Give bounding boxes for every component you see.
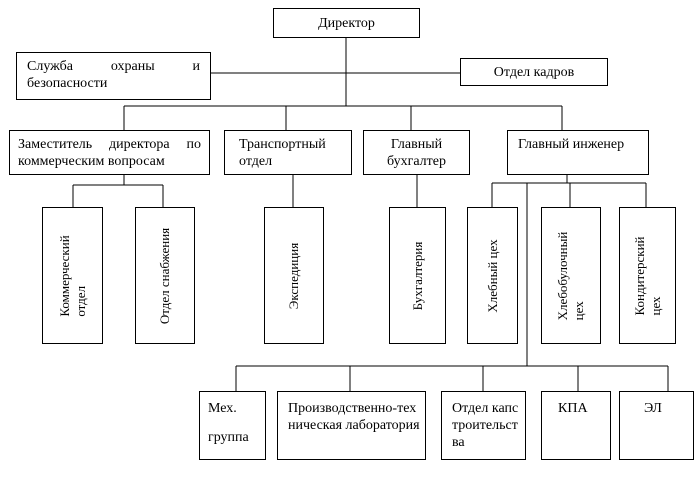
accounting-box: Бухгалтерия — [389, 207, 446, 344]
commercial-dept-box: Коммерческий отдел — [42, 207, 103, 344]
lab-box: Производственно-техническая лаборатория — [277, 391, 426, 460]
supply-dept-label: Отдел снабжения — [157, 227, 172, 324]
bread-shop-label: Хлебный цех — [484, 238, 500, 313]
confectionery-shop-box: Кондитерский цех — [619, 207, 676, 344]
deputy-label: Заместитель директора по коммерческим во… — [18, 137, 201, 169]
supply-dept-box: Отдел снабжения — [135, 207, 195, 344]
mech-group-line2: группа — [208, 430, 249, 445]
engineer-box: Главный инженер — [507, 130, 649, 175]
deputy-box: Заместитель директора по коммерческим во… — [9, 130, 210, 175]
accounting-label: Бухгалтерия — [409, 241, 425, 310]
bakery-shop-box: Хлебобулочный цех — [541, 207, 601, 344]
el-label: ЭЛ — [644, 401, 662, 416]
confectionery-shop-label: Кондитерский цех — [631, 235, 663, 316]
commercial-dept-label: Коммерческий отдел — [56, 234, 88, 317]
lab-label: Производственно-техническая лаборатория — [288, 401, 420, 433]
accountant-label: Главный бухгалтер — [387, 137, 446, 169]
hr-box: Отдел кадров — [460, 58, 608, 86]
director-box: Директор — [273, 8, 420, 38]
expedition-box: Экспедиция — [264, 207, 324, 344]
mech-group-line1: Мех. — [208, 401, 237, 416]
kpa-label: КПА — [558, 401, 588, 416]
security-box: Служба охраны и безопасности — [16, 52, 211, 100]
el-box: ЭЛ — [619, 391, 694, 460]
construction-box: Отдел капстроительства — [441, 391, 526, 460]
transport-label: Транспортный отдел — [239, 137, 326, 169]
security-label: Служба охраны и безопасности — [27, 59, 200, 91]
engineer-label: Главный инженер — [518, 137, 625, 152]
bakery-shop-label: Хлебобулочный цех — [555, 231, 586, 320]
construction-label: Отдел капстроительства — [452, 401, 519, 450]
accountant-box: Главный бухгалтер — [363, 130, 470, 175]
director-label: Директор — [318, 16, 375, 31]
transport-box: Транспортный отдел — [224, 130, 352, 175]
bread-shop-box: Хлебный цех — [467, 207, 518, 344]
kpa-box: КПА — [541, 391, 611, 460]
hr-label: Отдел кадров — [493, 65, 575, 80]
expedition-label: Экспедиция — [286, 242, 301, 309]
mech-group-box: Мех. группа — [199, 391, 266, 460]
